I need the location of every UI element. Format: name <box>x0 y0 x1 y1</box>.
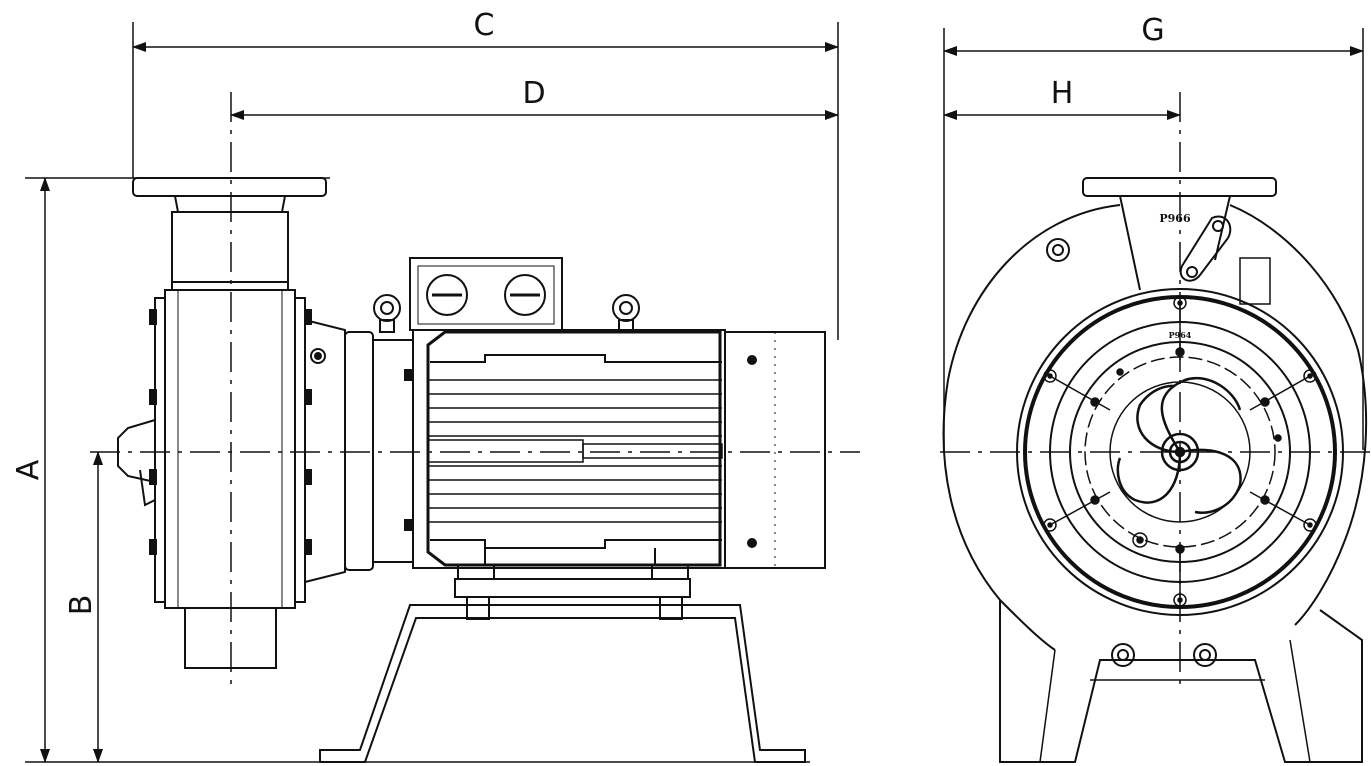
dimension-label-g: G <box>1141 13 1164 48</box>
motor-body <box>412 329 726 569</box>
volute-casing <box>942 204 1368 651</box>
discharge-flange <box>132 177 327 290</box>
impeller <box>1116 377 1242 514</box>
pump-casing <box>149 289 312 669</box>
dimension-label-b: B <box>64 595 99 616</box>
motor-feet <box>454 548 691 620</box>
side-view <box>25 22 860 763</box>
terminal-box <box>409 257 563 331</box>
fan-cover <box>724 331 826 569</box>
end-feet <box>999 600 1363 763</box>
lifting-eye-left <box>373 294 401 333</box>
cover-tag: P964 <box>1169 330 1192 340</box>
shaft-nose <box>117 419 156 507</box>
dimension-label-h: H <box>1051 76 1074 111</box>
bearing-bracket <box>304 319 414 583</box>
end-view <box>940 28 1371 763</box>
base-stand <box>319 604 806 763</box>
vent-plug <box>1179 215 1232 282</box>
lifting-eye-right <box>612 294 640 333</box>
discharge-tag: P966 <box>1159 212 1191 225</box>
dimension-label-a: A <box>11 459 46 480</box>
dimension-label-c: C <box>474 8 495 43</box>
dimension-label-d: D <box>522 76 545 111</box>
inner-bolts <box>1090 347 1282 554</box>
